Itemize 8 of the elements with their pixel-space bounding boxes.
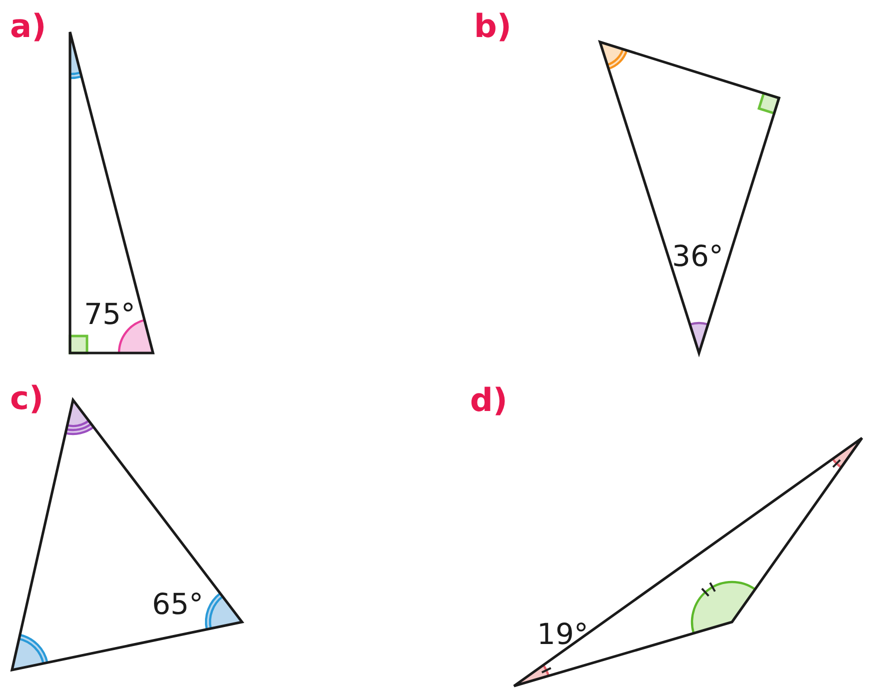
part-label: c) bbox=[10, 382, 44, 414]
part-label: b) bbox=[474, 10, 512, 42]
angle-label: 75° bbox=[84, 300, 136, 329]
angle-label: 19° bbox=[537, 620, 588, 649]
angle-label: 65° bbox=[152, 590, 204, 619]
angle-label: 36° bbox=[672, 242, 724, 271]
part-label: a) bbox=[10, 10, 46, 42]
part-label: d) bbox=[470, 384, 508, 416]
